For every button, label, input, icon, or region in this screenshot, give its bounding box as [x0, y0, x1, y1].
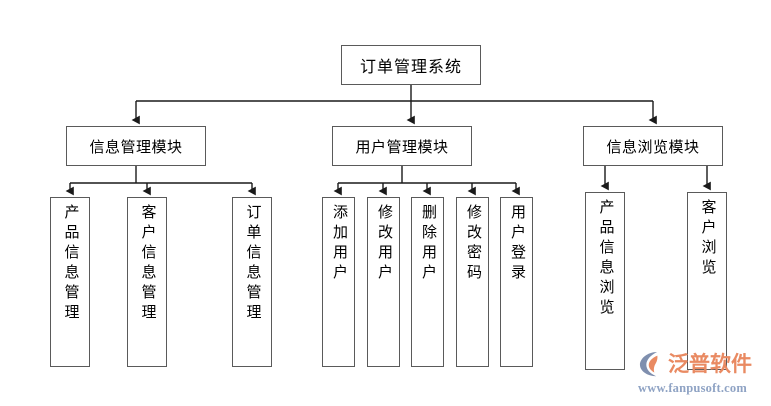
node-leaf-add-user[interactable]: 添加用户 [322, 197, 355, 367]
node-root-label: 订单管理系统 [359, 59, 462, 76]
node-root[interactable]: 订单管理系统 [341, 45, 481, 85]
node-leaf-customer-info-mgmt-label: 客户信息管理 [139, 204, 156, 324]
node-leaf-modify-user[interactable]: 修改用户 [367, 197, 400, 367]
node-leaf-product-info-browse[interactable]: 产品信息浏览 [585, 192, 625, 370]
node-leaf-product-info-mgmt-label: 产品信息管理 [62, 204, 79, 324]
node-module-user-mgmt[interactable]: 用户管理模块 [332, 126, 472, 166]
node-leaf-change-password-label: 修改密码 [465, 204, 481, 284]
node-leaf-add-user-label: 添加用户 [331, 204, 347, 284]
node-module-info-browse[interactable]: 信息浏览模块 [583, 126, 723, 166]
node-leaf-user-login-label: 用户登录 [509, 204, 525, 284]
node-module-info-browse-label: 信息浏览模块 [606, 139, 700, 156]
node-leaf-product-info-mgmt[interactable]: 产品信息管理 [50, 197, 90, 367]
node-leaf-delete-user-label: 删除用户 [420, 204, 436, 284]
node-leaf-delete-user[interactable]: 删除用户 [411, 197, 444, 367]
node-leaf-change-password[interactable]: 修改密码 [456, 197, 489, 367]
node-leaf-customer-info-mgmt[interactable]: 客户信息管理 [127, 197, 167, 367]
node-module-info-mgmt[interactable]: 信息管理模块 [66, 126, 206, 166]
node-leaf-product-info-browse-label: 产品信息浏览 [597, 199, 614, 319]
node-leaf-order-info-mgmt[interactable]: 订单信息管理 [232, 197, 272, 367]
node-module-user-mgmt-label: 用户管理模块 [355, 139, 449, 156]
node-leaf-customer-browse[interactable]: 客户浏览 [687, 192, 727, 370]
watermark-url-text: www.fanpusoft.com [638, 381, 747, 395]
node-leaf-modify-user-label: 修改用户 [376, 204, 392, 284]
node-leaf-order-info-mgmt-label: 订单信息管理 [244, 204, 261, 324]
fanpu-logo-icon [639, 352, 658, 377]
node-leaf-user-login[interactable]: 用户登录 [500, 197, 533, 367]
node-module-info-mgmt-label: 信息管理模块 [89, 139, 183, 156]
node-leaf-customer-browse-label: 客户浏览 [699, 199, 716, 279]
